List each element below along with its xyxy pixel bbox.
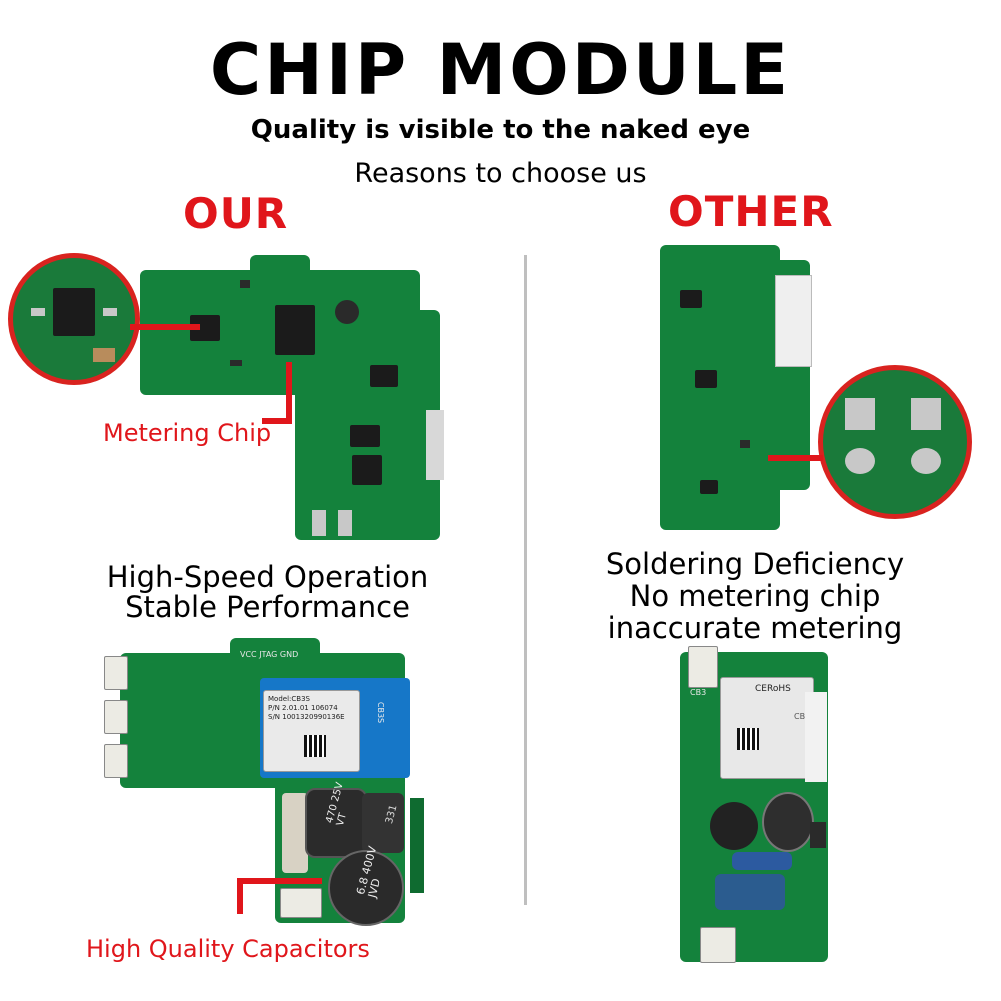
deficiency-line-2: No metering chip (629, 579, 881, 613)
column-divider (524, 255, 527, 905)
our-module-board-image: VCC JTAG GND Model:CB3S P/N 2.01.01 1060… (100, 638, 440, 928)
other-heading: OTHER (668, 187, 834, 236)
pointer-line (286, 362, 292, 420)
deficiency-line-3: inaccurate metering (607, 611, 903, 645)
pointer-line (768, 455, 823, 461)
metering-chip-label: Metering Chip (103, 419, 272, 447)
performance-line-1: High-Speed Operation (106, 560, 429, 594)
other-deficiency-text: Soldering Deficiency No metering chip in… (570, 548, 940, 644)
other-module-board-image: CB3 CERoHS CBU (670, 642, 840, 972)
inductor: 331 (362, 793, 404, 853)
metering-chip (275, 305, 315, 355)
pointer-line (237, 878, 322, 884)
other-pcb-image (650, 240, 820, 540)
capacitors-label: High Quality Capacitors (86, 935, 370, 963)
our-chip-zoom (8, 253, 140, 385)
performance-line-2: Stable Performance (125, 590, 410, 624)
our-heading: OUR (183, 189, 289, 238)
qr-code-icon (304, 735, 326, 757)
subtitle: Quality is visible to the naked eye (250, 115, 751, 145)
pointer-line (237, 878, 243, 914)
tagline: Reasons to choose us (354, 158, 647, 189)
qr-code-icon (737, 728, 759, 750)
page-title: CHIP MODULE (209, 29, 792, 111)
pointer-line (262, 418, 292, 424)
deficiency-line-1: Soldering Deficiency (605, 547, 905, 581)
capacitor-6-8: 6.8 400V JVD (328, 845, 404, 926)
other-wifi-module: CERoHS (720, 677, 814, 779)
pointer-line (130, 324, 200, 330)
other-solder-zoom (818, 365, 972, 519)
capacitor-470: 470 25V VT (305, 781, 367, 858)
our-performance-text: High-Speed Operation Stable Performance (80, 562, 455, 622)
